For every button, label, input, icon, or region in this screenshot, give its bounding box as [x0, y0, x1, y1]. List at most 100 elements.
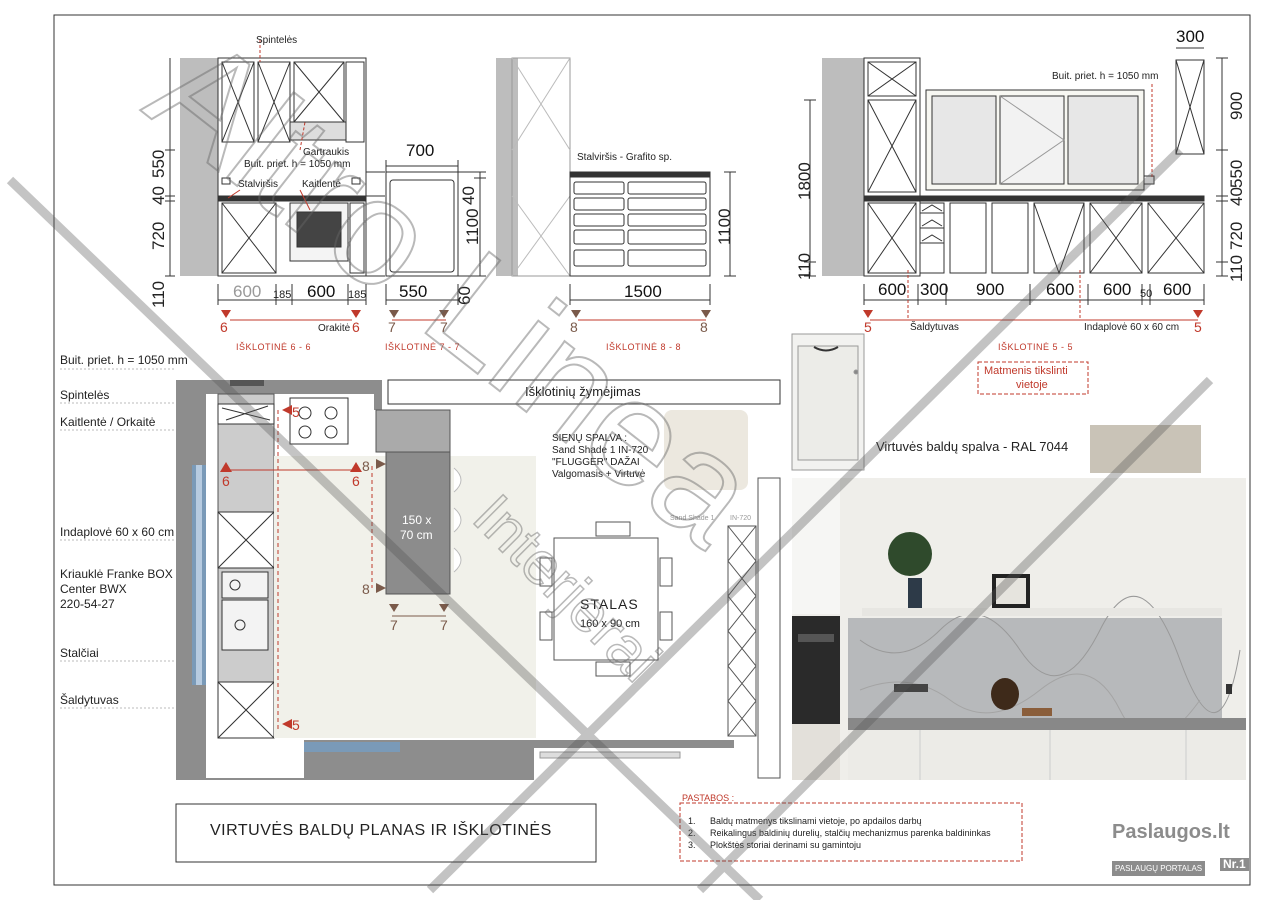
note-tikslinti-2: vietoje: [1016, 379, 1048, 391]
label-indaplove-5: Indaplovė 60 x 60 cm: [1084, 322, 1180, 333]
dim-6-w3: 600: [307, 282, 336, 301]
legend-kriaukle-2: Center BWX: [60, 582, 127, 596]
dim-8-w: 1500: [624, 282, 662, 301]
dim-5-r4: 720: [1227, 221, 1246, 250]
elevation-6-6: [165, 57, 385, 305]
furniture-color-label: Virtuvės baldų spalva - RAL 7044: [876, 439, 1069, 454]
dim-7-small: 60: [455, 286, 474, 305]
note-text-3: Plokštės storiai derinami su gamintoju: [710, 840, 862, 850]
logo-name: Paslaugos.lt: [1112, 821, 1230, 843]
dim-6-h2: 40: [149, 186, 168, 205]
dim-5-left-small: 110: [795, 252, 814, 280]
dim-5-w2: 300: [920, 280, 949, 299]
section-6-6: IŠKLOTINĖ 6 - 6: [236, 342, 312, 352]
plan-marker-8a: 8: [362, 458, 370, 474]
dim-7-r1: 40: [459, 186, 478, 205]
marker-6-right: 6: [352, 319, 360, 335]
label-stalvirsis-grafito: Stalviršis - Grafito sp.: [577, 152, 673, 163]
dim-5-r3: 40: [1227, 187, 1246, 206]
marker-7-right: 7: [440, 319, 448, 335]
label-stalvirsis: Stalviršis: [238, 179, 279, 190]
note-tikslinti-1: Matmenis tikslinti: [984, 365, 1068, 377]
note-text-1: Baldų matmenys tikslinami vietoje, po ap…: [710, 816, 922, 826]
legend-stalciai: Stalčiai: [60, 646, 99, 660]
swatch-label-1: Sand Shade 1: [670, 515, 715, 522]
note-text-2: Reikalingus baldinių durelių, stalčių me…: [710, 828, 991, 838]
marker-6-left: 6: [220, 319, 228, 335]
dim-7-r2: 1100: [463, 208, 482, 245]
dim-5-w3: 900: [976, 280, 1005, 299]
plan-marker-5a: 5: [292, 404, 300, 420]
wall-color-2: Sand Shade 1 IN-720: [552, 445, 649, 456]
door-sample: [791, 333, 865, 471]
label-kaitlente: Kaitlentė: [302, 179, 341, 190]
dim-5-w7: 600: [1163, 280, 1192, 299]
dim-6-w1: 600: [233, 282, 262, 301]
plan-marker-6a: 6: [222, 473, 230, 489]
floor-plan: [176, 380, 781, 780]
marker-5-left: 5: [864, 319, 872, 335]
plan-marker-7b: 7: [440, 617, 448, 633]
legend-indaplove: Indaplovė 60 x 60 cm: [60, 525, 175, 539]
dim-7-top: 700: [406, 141, 435, 160]
section-8-8: IŠKLOTINĖ 8 - 8: [606, 342, 682, 352]
plan-marker-5b: 5: [292, 717, 300, 733]
legend-buit: Buit. priet. h = 1050 mm: [60, 353, 188, 367]
plan-marker-8b: 8: [362, 581, 370, 597]
legend-kriaukle-1: Kriauklė Franke BOX: [60, 567, 173, 581]
marker-8-left: 8: [570, 319, 578, 335]
wall-color-4: Valgomasis + Virtuvė: [552, 469, 646, 480]
dim-5-r2: 550: [1227, 159, 1246, 188]
dim-5-top: 300: [1176, 27, 1205, 46]
table-label: STALAS: [580, 596, 639, 612]
dim-5-w4: 600: [1046, 280, 1075, 299]
marker-8-right: 8: [700, 319, 708, 335]
marker-7-left: 7: [388, 319, 396, 335]
dim-5-w5: 600: [1103, 280, 1132, 299]
dim-6-h3: 720: [149, 221, 168, 250]
kitchen-photo: [792, 478, 1246, 780]
legend-spinteles: Spintelės: [60, 388, 110, 402]
title-block: VIRTUVĖS BALDŲ PLANAS IR IŠKLOTINĖS: [210, 822, 552, 839]
legend-kriaukle-3: 220-54-27: [60, 597, 115, 611]
elevation-5-5: [804, 47, 1228, 305]
island-size-1: 150 x: [402, 513, 432, 527]
plan-marker-6b: 6: [352, 473, 360, 489]
section-7-7: IŠKLOTINĖ 7 - 7: [385, 342, 461, 352]
wall-color-3: "FLUGGER" DAŽAI: [552, 457, 640, 468]
marker-5-right: 5: [1194, 319, 1202, 335]
note-num-3: 3.: [688, 840, 696, 850]
dim-6-w2: 185: [273, 289, 292, 301]
dim-6-w4: 185: [348, 289, 367, 301]
plan-marker-7a: 7: [390, 617, 398, 633]
island-size-2: 70 cm: [400, 528, 433, 542]
label-gartraukis: Gartraukis: [303, 147, 350, 158]
label-spinteles: Spintelės: [256, 35, 298, 46]
note-num-2: 2.: [688, 828, 696, 838]
swatch-label-2: IN-720: [730, 515, 752, 522]
logo-sub: PASLAUGŲ PORTALAS: [1112, 861, 1206, 876]
note-num-1: 1.: [688, 816, 696, 826]
section-5-5: IŠKLOTINĖ 5 - 5: [998, 342, 1074, 352]
plan-title: Išklotinių žymėjimas: [525, 384, 641, 399]
dim-5-r5: 110: [1227, 254, 1246, 282]
wall-color-1: SIENŲ SPALVA :: [552, 433, 628, 444]
label-buit-6: Buit. priet. h = 1050 mm: [244, 159, 351, 170]
dim-7-w: 550: [399, 282, 428, 301]
label-buit-5: Buit. priet. h = 1050 mm: [1052, 71, 1159, 82]
dim-8-r: 1100: [715, 208, 734, 245]
legend-kaitlente: Kaitlentė / Orkaitė: [60, 415, 156, 429]
elevation-7-7: [385, 160, 486, 305]
logo-nr: Nr.1: [1220, 858, 1249, 871]
label-saldytuvas-5: Šaldytuvas: [910, 322, 959, 333]
label-orakite: Orakitė: [318, 323, 351, 334]
legend-saldytuvas: Šaldytuvas: [60, 693, 119, 707]
dim-6-h1: 550: [149, 149, 168, 178]
dim-5-left: 1800: [795, 162, 814, 200]
dim-6-h4: 110: [149, 280, 168, 308]
dim-5-w6: 50: [1140, 288, 1153, 300]
table-size: 160 x 90 cm: [580, 618, 640, 630]
elevation-8-8: [496, 57, 736, 305]
